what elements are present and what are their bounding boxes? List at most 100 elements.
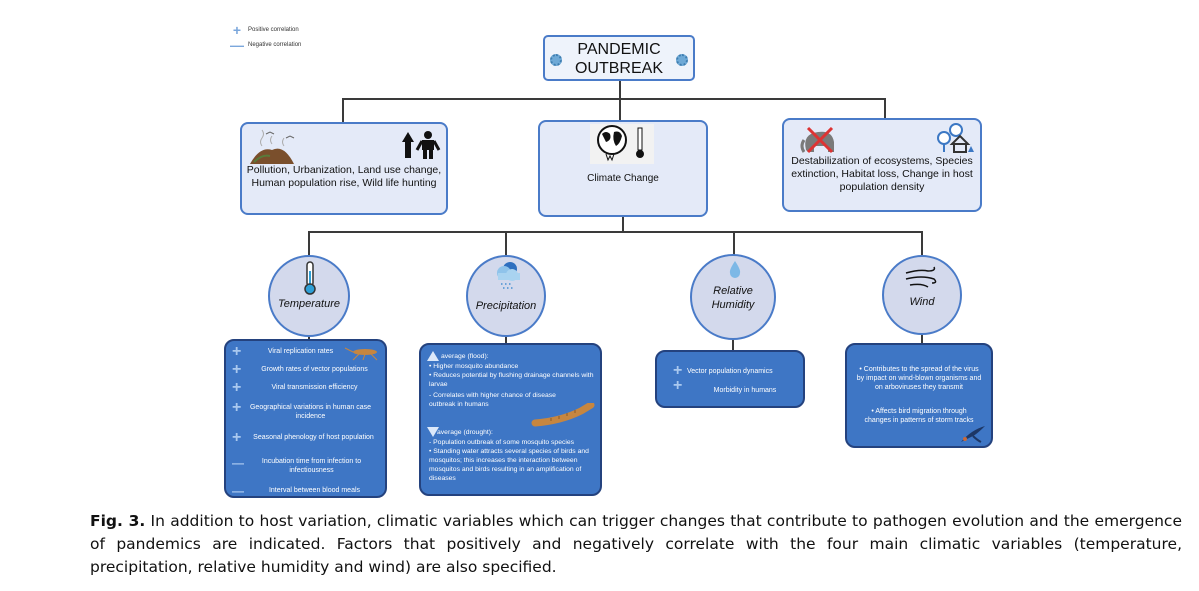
legend-positive: + Positive correlation: [230, 22, 299, 38]
pandemic-outbreak-node: PANDEMIC OUTBREAK: [543, 35, 695, 81]
connector: [622, 217, 624, 232]
mosquito-larva-icon: [531, 403, 595, 427]
garbage-pile-icon: [250, 129, 295, 164]
factor-row: — Interval between blood meals: [226, 485, 385, 497]
plus-icon: +: [232, 343, 242, 360]
climate-change-text: Climate Change: [587, 173, 659, 184]
humidity-factors-panel: + Vector population dynamics + Morbidity…: [655, 350, 805, 408]
root-title: PANDEMIC OUTBREAK: [545, 40, 693, 78]
plus-icon: +: [673, 362, 683, 379]
temperature-label: Temperature: [278, 298, 340, 310]
habitat-house-icon: [937, 123, 974, 153]
figure-caption: Fig. 3. In addition to host variation, c…: [90, 510, 1182, 579]
precipitation-node: Precipitation: [466, 255, 546, 337]
wind-icon: [905, 266, 937, 288]
climate-change-box: Climate Change: [538, 120, 708, 217]
connector: [505, 337, 507, 344]
mosquito-icon: [344, 347, 378, 361]
factor-row: + Growth rates of vector populations: [226, 361, 385, 378]
figure-label: Fig. 3.: [90, 512, 146, 530]
above-average-heading: average (flood):: [441, 353, 489, 360]
legend-positive-label: Positive correlation: [248, 27, 299, 33]
factor-text: Growth rates of vector populations: [261, 366, 368, 373]
virus-icon: [676, 54, 688, 66]
factor-text: Seasonal phenology of host population: [253, 434, 374, 441]
human-factors-box: Pollution, Urbanization, Land use change…: [240, 122, 448, 215]
up-arrow-icon: [427, 351, 439, 361]
legend-negative-label: Negative correlation: [248, 42, 302, 48]
factor-row: + Viral replication rates: [226, 343, 385, 361]
above-item: • Higher mosquito abundance: [429, 363, 519, 370]
factor-row: — Incubation time from infection to infe…: [226, 455, 385, 477]
connector: [733, 231, 735, 255]
plus-icon: +: [232, 429, 242, 446]
factor-row: + Morbidity in humans: [657, 377, 803, 395]
precipitation-factors-panel: average (flood): • Higher mosquito abund…: [419, 343, 602, 496]
connector: [308, 231, 310, 255]
population-rise-icon: [402, 131, 441, 159]
wind-label: Wind: [909, 296, 935, 308]
below-item: • Standing water attracts several specie…: [429, 448, 589, 482]
factor-text: Incubation time from infection to infect…: [261, 458, 362, 474]
minus-icon: —: [232, 484, 244, 498]
temperature-factors-panel: + Viral replication rates + Growth rates…: [224, 339, 387, 498]
factor-row: + Geographical variations in human case …: [226, 399, 385, 423]
above-item: • Reduces potential by flushing drainage…: [429, 372, 594, 388]
precipitation-label: Precipitation: [475, 300, 537, 312]
rain-cloud-icon: [497, 262, 520, 289]
swallow-bird-icon: [961, 426, 985, 443]
connector: [308, 337, 310, 340]
factor-text: Viral replication rates: [267, 348, 334, 355]
factor-text: Interval between blood meals: [268, 487, 361, 494]
connector: [342, 98, 885, 100]
wind-item: • Affects bird migration through changes…: [864, 408, 974, 424]
below-average-heading: average (drought):: [437, 429, 493, 436]
plus-icon: +: [232, 379, 242, 396]
above-item: - Correlates with higher chance of disea…: [429, 392, 556, 408]
root-title-line1: PANDEMIC: [577, 41, 661, 58]
relative-humidity-node: Relative Humidity: [690, 254, 776, 340]
connector: [619, 98, 621, 120]
factor-row: + Seasonal phenology of host population: [226, 429, 385, 446]
connector: [342, 98, 344, 122]
factor-text: Viral transmission efficiency: [271, 384, 358, 391]
down-arrow-icon: [427, 427, 439, 437]
ecosystem-factors-box: Destabilization of ecosystems, Species e…: [782, 118, 982, 212]
plus-icon: +: [232, 361, 242, 378]
connector: [505, 231, 507, 255]
crossed-elephant-icon: [800, 126, 834, 154]
connector: [732, 340, 734, 352]
water-drop-icon: [729, 261, 741, 278]
wind-item: • Contributes to the spread of the virus…: [856, 366, 982, 391]
relative-humidity-line1: Relative: [713, 285, 753, 297]
ecosystem-factors-text: Destabilization of ecosystems, Species e…: [791, 155, 973, 193]
factor-text: Morbidity in humans: [713, 387, 777, 394]
figure-caption-text: In addition to host variation, climatic …: [90, 512, 1182, 576]
below-item: - Population outbreak of some mosquito s…: [429, 439, 575, 446]
factor-row: + Viral transmission efficiency: [226, 379, 385, 396]
connector: [308, 231, 922, 233]
virus-icon: [550, 54, 562, 66]
legend-negative: — Negative correlation: [230, 37, 302, 53]
plus-icon: +: [232, 22, 242, 38]
connector: [619, 81, 621, 99]
wind-node: Wind: [882, 255, 962, 335]
relative-humidity-line2: Humidity: [711, 299, 755, 311]
minus-icon: —: [230, 37, 244, 53]
plus-icon: +: [232, 399, 242, 416]
factor-text: Geographical variations in human case in…: [249, 404, 371, 420]
connector: [921, 231, 923, 255]
connector: [884, 98, 886, 118]
plus-icon: +: [673, 377, 683, 394]
minus-icon: —: [232, 456, 244, 470]
human-factors-text: Pollution, Urbanization, Land use change…: [246, 164, 442, 189]
root-title-line2: OUTBREAK: [574, 60, 663, 77]
factor-row: + Vector population dynamics: [657, 362, 803, 379]
relative-humidity-label: Relative Humidity: [692, 284, 774, 312]
melting-earth-thermometer-icon: [590, 124, 654, 164]
wind-factors-panel: • Contributes to the spread of the virus…: [845, 343, 993, 448]
factor-text: Vector population dynamics: [687, 368, 773, 375]
connector: [921, 335, 923, 343]
thermometer-icon: [304, 261, 316, 295]
temperature-node: Temperature: [268, 255, 350, 337]
